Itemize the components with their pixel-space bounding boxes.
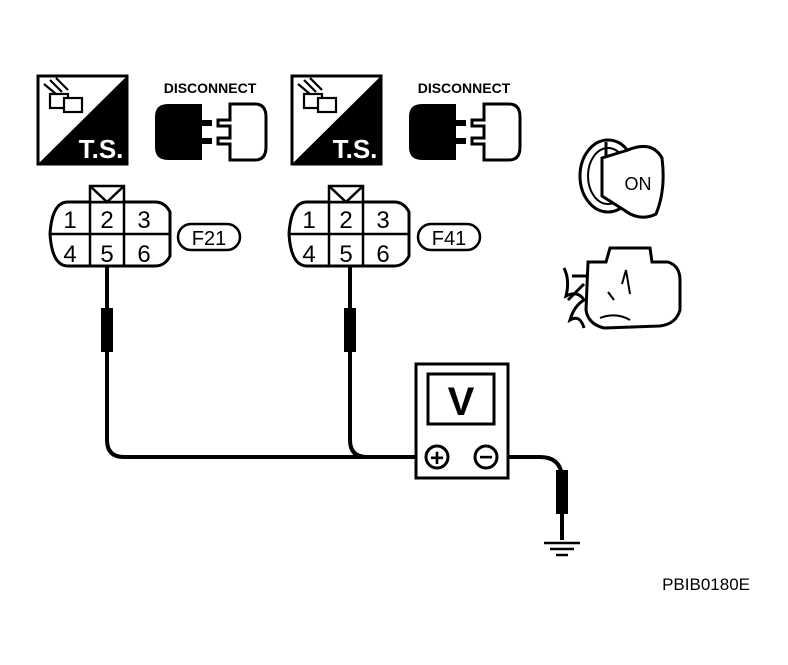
positive-terminal	[424, 444, 450, 470]
ignition-on-label: ON	[625, 174, 652, 194]
disconnect-label: DISCONNECT	[418, 80, 511, 96]
ts-icon: T.S.	[290, 74, 383, 166]
pin-1: 1	[302, 207, 315, 234]
disconnect-label: DISCONNECT	[164, 80, 257, 96]
pin-6: 6	[137, 241, 150, 268]
ground-icon	[544, 541, 580, 557]
pin-3: 3	[137, 207, 150, 234]
wire-f41-pin5	[348, 266, 368, 459]
pin-2: 2	[339, 207, 352, 234]
ignition-switch-icon: ON	[578, 138, 665, 219]
connector-id-label: F21	[192, 228, 226, 250]
positive-symbol: +	[430, 445, 444, 472]
pin-4: 4	[302, 241, 315, 268]
connector-f41: 1 2 3 4 5 6	[287, 184, 411, 268]
connector-id-badge: F21	[176, 222, 242, 252]
probe-grip	[101, 308, 113, 352]
connector-f21: 1 2 3 4 5 6	[48, 184, 172, 268]
engine-icon	[562, 246, 682, 330]
pin-2: 2	[100, 207, 113, 234]
wire-f21-pin5	[105, 266, 428, 459]
pin-4: 4	[63, 241, 76, 268]
figure-code: PBIB0180E	[662, 575, 750, 594]
disconnect-icon: DISCONNECT	[409, 80, 522, 162]
ts-icon-label: T.S.	[79, 134, 124, 164]
negative-terminal	[473, 444, 499, 470]
pin-3: 3	[376, 207, 389, 234]
pin-1: 1	[63, 207, 76, 234]
voltmeter-display: V	[448, 380, 475, 424]
probe-grip	[556, 470, 568, 514]
connector-id-badge: F41	[416, 222, 482, 252]
connector-id-label: F41	[432, 228, 466, 250]
pin-6: 6	[376, 241, 389, 268]
negative-symbol: −	[479, 444, 493, 471]
pin-5: 5	[339, 241, 352, 268]
ts-icon-label: T.S.	[333, 134, 378, 164]
disconnect-icon: DISCONNECT	[155, 80, 268, 162]
voltmeter: V + −	[414, 362, 510, 480]
pin-5: 5	[100, 241, 113, 268]
ts-icon: T.S.	[36, 74, 129, 166]
probe-grip	[344, 308, 356, 352]
